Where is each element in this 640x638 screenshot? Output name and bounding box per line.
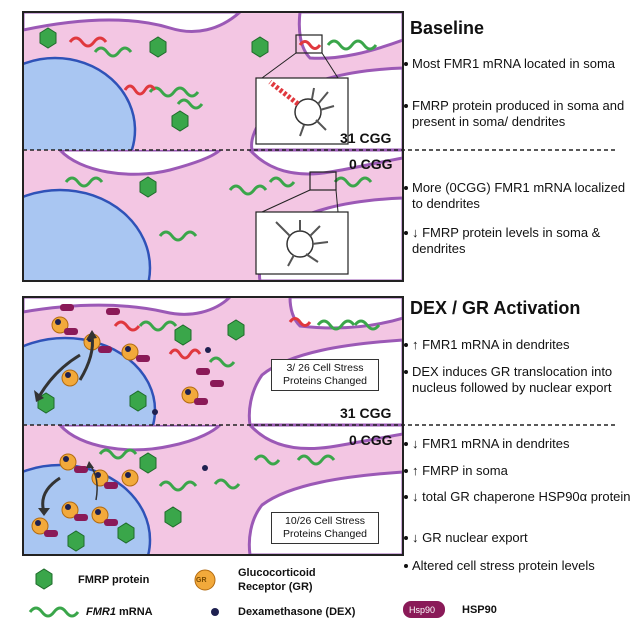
nucleus bbox=[23, 56, 137, 150]
dex-legend-icon bbox=[211, 608, 219, 616]
dex-bullet-3: ↓ FMR1 mRNA in dendrites bbox=[404, 436, 634, 452]
legend-gr-badge: GR bbox=[196, 577, 207, 584]
legend-fmrp-label: FMRP protein bbox=[78, 574, 150, 586]
stress-box-31cgg: 3/ 26 Cell Stress Proteins Changed bbox=[271, 359, 379, 391]
stress-box-0cgg: 10/26 Cell Stress Proteins Changed bbox=[271, 512, 379, 544]
legend-hsp90-label: HSP90 bbox=[462, 604, 497, 616]
dex-title: DEX / GR Activation bbox=[410, 298, 581, 318]
dex-bullet-2: DEX induces GR translocation into nucleu… bbox=[404, 364, 634, 396]
legend-hsp90-badge: Hsp90 bbox=[409, 605, 436, 615]
dex-bullet-4: ↑ FMRP in soma bbox=[404, 463, 634, 479]
gr-legend-icon bbox=[194, 569, 216, 591]
dex-0cgg-label: 0 CGG bbox=[349, 432, 393, 448]
baseline-bullet-4: ↓ FMRP protein levels in soma & dendrite… bbox=[404, 225, 634, 257]
nucleus bbox=[23, 188, 152, 281]
legend-gr-label: Glucocorticoid Receptor (GR) bbox=[238, 567, 316, 593]
dex-bullet-5: ↓ total GR chaperone HSP90α protein bbox=[404, 489, 634, 505]
hsp90-legend-icon bbox=[403, 601, 445, 618]
mrna-legend-icon bbox=[28, 606, 80, 618]
legend-mrna-label: FMR1 mRNA bbox=[86, 606, 153, 618]
dex-bullet-1: ↑ FMR1 mRNA in dendrites bbox=[404, 337, 634, 353]
baseline-0cgg-label: 0 CGG bbox=[349, 156, 393, 172]
dex-bullet-6: ↓ GR nuclear export bbox=[404, 530, 634, 546]
panel-baseline-31cgg bbox=[23, 12, 403, 150]
baseline-frame bbox=[22, 11, 404, 282]
baseline-bullet-3: More (0CGG) FMR1 mRNA localized to dendr… bbox=[404, 180, 634, 212]
dex-bullet-7: Altered cell stress protein levels bbox=[404, 558, 634, 574]
legend-dex-label: Dexamethasone (DEX) bbox=[238, 606, 356, 618]
baseline-bullet-2: FMRP protein produced in soma and presen… bbox=[404, 98, 634, 130]
baseline-31cgg-label: 31 CGG bbox=[340, 130, 392, 146]
baseline-bullet-1: Most FMR1 mRNA located in soma bbox=[404, 56, 634, 72]
dex-frame bbox=[22, 296, 404, 556]
panel-baseline-0cgg bbox=[23, 150, 403, 281]
fmrp-legend-icon bbox=[35, 568, 53, 590]
baseline-title: Baseline bbox=[410, 18, 485, 38]
dex-31cgg-label: 31 CGG bbox=[340, 405, 392, 421]
